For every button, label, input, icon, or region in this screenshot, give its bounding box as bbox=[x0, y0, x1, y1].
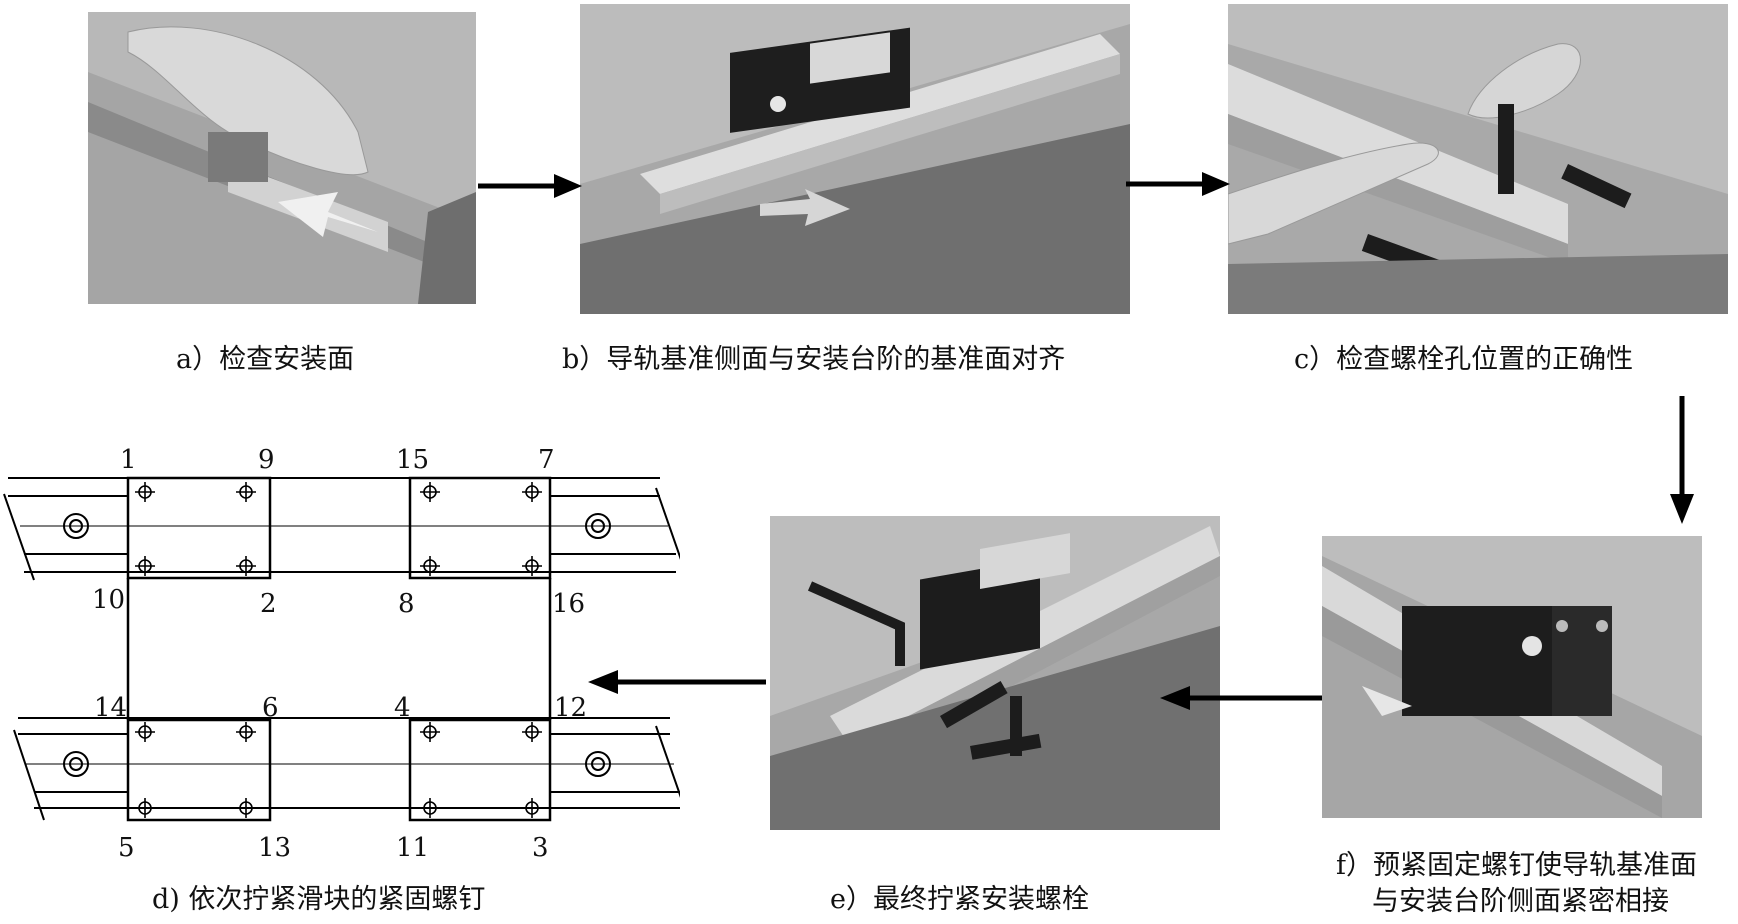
order-7: 7 bbox=[538, 445, 555, 475]
carriage-top-right bbox=[408, 476, 552, 580]
bolt-hole-icon bbox=[135, 722, 155, 742]
bolt-hole-icon bbox=[522, 798, 542, 818]
order-8: 8 bbox=[398, 589, 415, 619]
bolt-hole-icon bbox=[135, 798, 155, 818]
tightening-order-diagram bbox=[3, 476, 680, 822]
bolt-hole-icon bbox=[236, 556, 256, 576]
bolt-hole-icon bbox=[236, 798, 256, 818]
photo-f-pre-tighten-fixing-screws bbox=[1322, 536, 1702, 818]
photo-c-check-bolt-hole-positions bbox=[1228, 4, 1728, 314]
order-13: 13 bbox=[258, 833, 292, 863]
order-5: 5 bbox=[118, 833, 135, 863]
order-10: 10 bbox=[92, 585, 126, 615]
rail-break-left bbox=[13, 729, 45, 821]
rail-bolt-icon bbox=[63, 751, 89, 777]
arrow-right-icon bbox=[1126, 172, 1230, 196]
rail-bolt-icon bbox=[585, 751, 611, 777]
order-12: 12 bbox=[554, 693, 588, 723]
bolt-hole-icon bbox=[420, 722, 440, 742]
order-15: 15 bbox=[396, 445, 430, 475]
rail-break-left bbox=[3, 493, 35, 581]
carriage-top-left bbox=[126, 476, 272, 580]
rail-bolt-icon bbox=[63, 513, 89, 539]
rail-break-right bbox=[655, 487, 680, 560]
photo-e-final-tighten-mounting-bolts bbox=[770, 516, 1220, 830]
arrow-left-icon bbox=[588, 670, 766, 694]
rail-bolt-icon bbox=[585, 513, 611, 539]
rail-break-right bbox=[655, 725, 680, 798]
order-3: 3 bbox=[532, 833, 549, 863]
order-9: 9 bbox=[258, 445, 275, 475]
arrow-left-icon bbox=[1160, 686, 1322, 710]
photo-a-inspect-mounting-surface bbox=[88, 12, 476, 304]
bolt-hole-icon bbox=[135, 556, 155, 576]
bolt-hole-icon bbox=[522, 722, 542, 742]
order-6: 6 bbox=[262, 693, 279, 723]
caption-f-line1: f）预紧固定螺钉使导轨基准面 bbox=[1336, 850, 1697, 881]
bolt-hole-icon bbox=[420, 482, 440, 502]
bolt-hole-icon bbox=[522, 482, 542, 502]
carriage-bottom-left bbox=[126, 718, 272, 822]
order-2: 2 bbox=[260, 589, 277, 619]
bolt-hole-icon bbox=[420, 798, 440, 818]
arrow-right-icon bbox=[478, 174, 582, 198]
bolt-hole-icon bbox=[236, 722, 256, 742]
order-1: 1 bbox=[120, 445, 137, 475]
bolt-hole-icon bbox=[236, 482, 256, 502]
carriage-bottom-right bbox=[408, 718, 552, 822]
bolt-hole-icon bbox=[522, 556, 542, 576]
caption-c: c）检查螺栓孔位置的正确性 bbox=[1294, 344, 1634, 375]
order-14: 14 bbox=[94, 693, 128, 723]
bolt-hole-icon bbox=[135, 482, 155, 502]
caption-f-line2: 与安装台阶侧面紧密相接 bbox=[1372, 886, 1669, 917]
caption-b: b）导轨基准侧面与安装台阶的基准面对齐 bbox=[562, 344, 1066, 375]
order-4: 4 bbox=[394, 693, 411, 723]
caption-d: d) 依次拧紧滑块的紧固螺钉 bbox=[152, 884, 486, 915]
caption-a: a）检查安装面 bbox=[176, 344, 355, 375]
caption-e: e）最终拧紧安装螺栓 bbox=[830, 884, 1089, 915]
photo-b-align-rail-reference-side bbox=[580, 4, 1130, 314]
arrow-down-icon bbox=[1670, 396, 1694, 524]
bolt-hole-icon bbox=[420, 556, 440, 576]
order-11: 11 bbox=[396, 833, 430, 863]
order-16: 16 bbox=[552, 589, 586, 619]
